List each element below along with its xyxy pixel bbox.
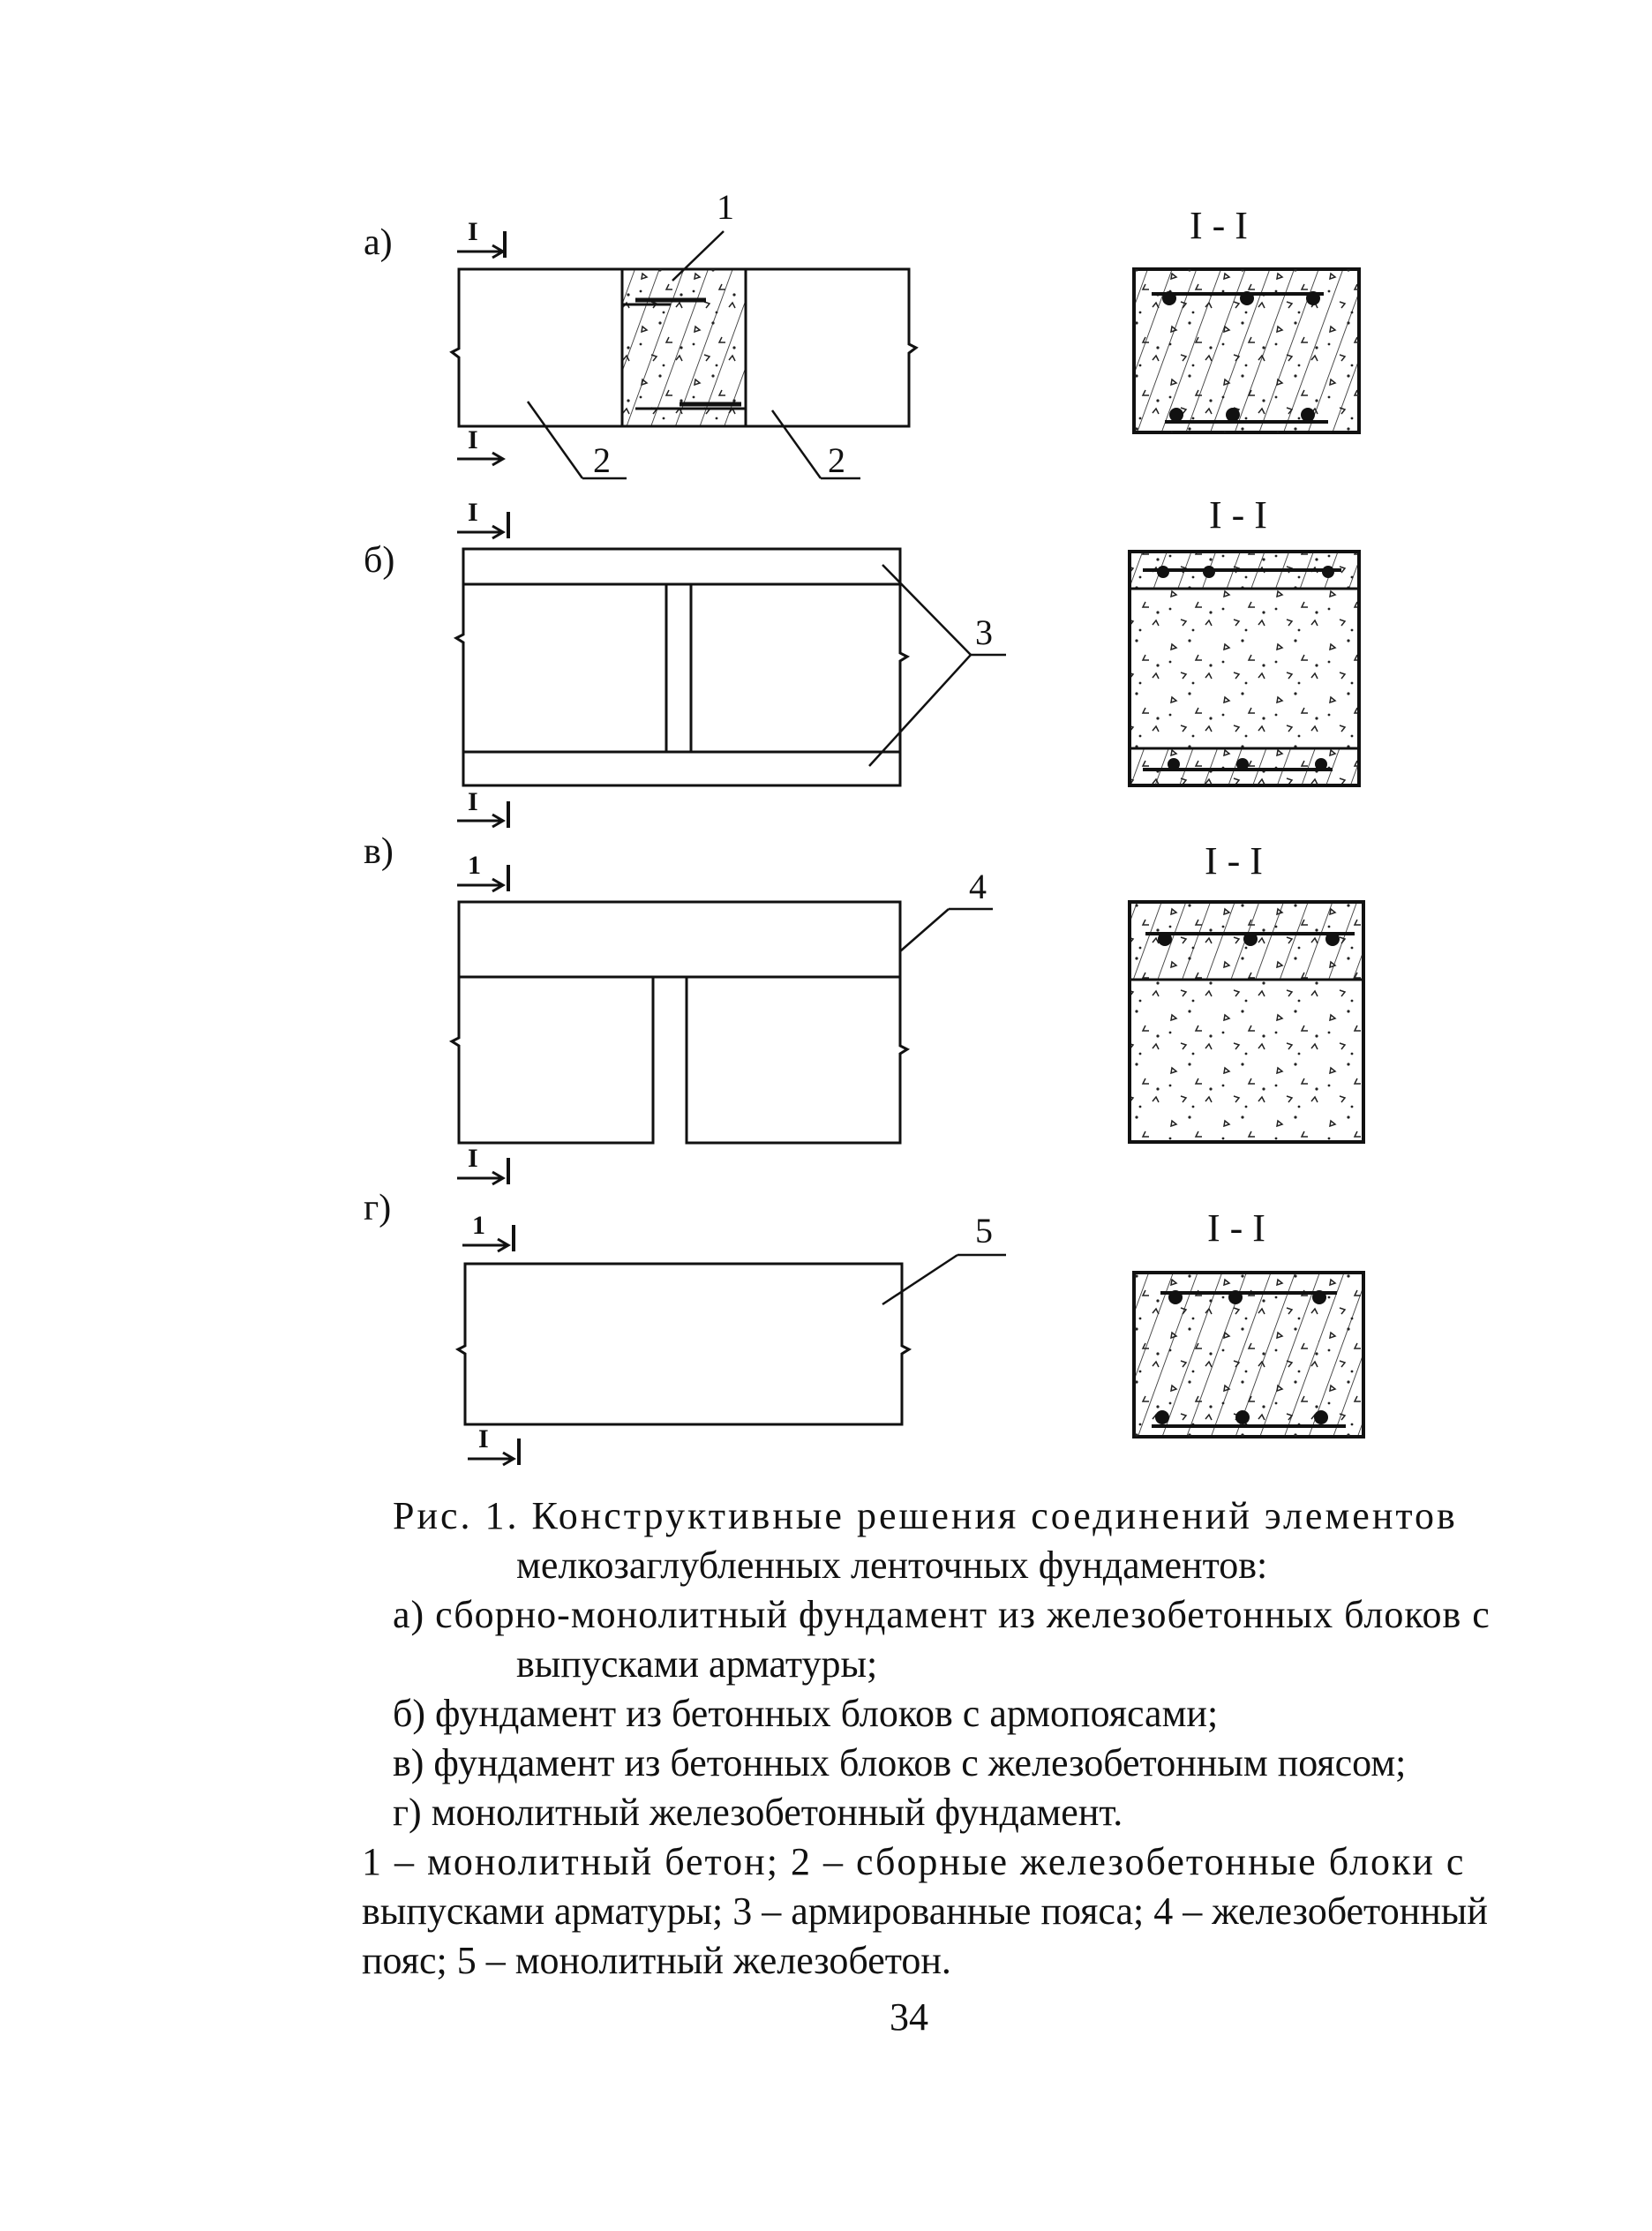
caption-legend-line3: пояс; 5 – монолитный железобетон. [362,1939,951,1982]
caption-title-line2: мелкозаглубленных ленточных фундаментов: [516,1544,1268,1587]
section-mark-bottom-v: I [457,1144,510,1186]
section-mark-text: I [468,217,478,246]
callout-1: 1 [717,187,734,227]
section-title-a: I - I [1190,204,1248,247]
panel-label-g: г) [364,1188,391,1228]
rc-belt-v [457,900,902,979]
concrete-block-left-v [448,975,655,1145]
section-mark-text: I [468,1144,478,1173]
callout-2-left: 2 [593,440,611,480]
panel-v: в) 1 4 I I - I [364,831,1365,1186]
panel-g: г) 1 5 I I - I [364,1188,1365,1467]
panel-a: а) I 1 2 2 I [364,187,1361,480]
callout-2-right: 2 [828,440,845,480]
reinforced-belt-bottom-b [462,750,902,787]
concrete-block-left-b [453,582,668,754]
caption-item-g: г) монолитный железобетонный фундамент. [393,1791,1123,1834]
callout-3: 3 [975,612,993,652]
page-number: 34 [890,1995,928,2039]
panel-label-a: а) [364,222,393,263]
section-title-v: I - I [1205,839,1263,883]
reinforced-belt-top-b [462,547,902,586]
precast-block-left-a [449,267,624,428]
callout-5: 5 [975,1211,993,1251]
section-mark-text: I [468,498,478,527]
section-title-b: I - I [1209,493,1267,537]
caption-legend-line2: выпусками арматуры; 3 – армированные поя… [362,1889,1488,1933]
section-mark-text: 1 [468,851,481,880]
cross-section-b [1128,550,1361,787]
caption-item-v: в) фундамент из бетонных блоков с железо… [393,1741,1407,1784]
caption-item-a-line1: а) сборно-монолитный фундамент из железо… [393,1593,1491,1636]
caption-legend-line1: 1 – монолитный бетон; 2 – сборные железо… [362,1840,1466,1883]
section-mark-bottom-a: I [457,425,506,467]
section-mark-bottom-b: I [457,787,510,829]
caption-title-line1: Рис. 1. Конструктивные решения соединени… [393,1494,1458,1537]
section-mark-text: 1 [472,1211,485,1240]
concrete-block-right-b [689,582,911,754]
section-mark-text: I [468,425,478,454]
vertical-joint-b [665,582,693,754]
callout-4: 4 [969,867,987,906]
section-mark-bottom-g: I [468,1424,521,1467]
section-mark-top-a: I [457,217,507,259]
section-mark-top-v: 1 [457,851,510,893]
caption-item-a-line2: выпусками арматуры; [516,1642,878,1686]
section-mark-top-b: I [457,498,510,540]
concrete-block-right-v [685,975,911,1145]
panel-label-v: в) [364,831,394,872]
section-mark-text: I [478,1424,489,1454]
section-mark-top-g: 1 [462,1211,515,1253]
caption-item-b: б) фундамент из бетонных блоков с армопо… [393,1692,1219,1735]
monolithic-rc-g [454,1262,912,1426]
panel-label-b: б) [364,540,394,581]
section-mark-text: I [468,787,478,816]
panel-b: б) I 3 I I - I [364,493,1361,829]
precast-block-right-a [744,267,919,428]
section-title-g: I - I [1207,1206,1265,1250]
